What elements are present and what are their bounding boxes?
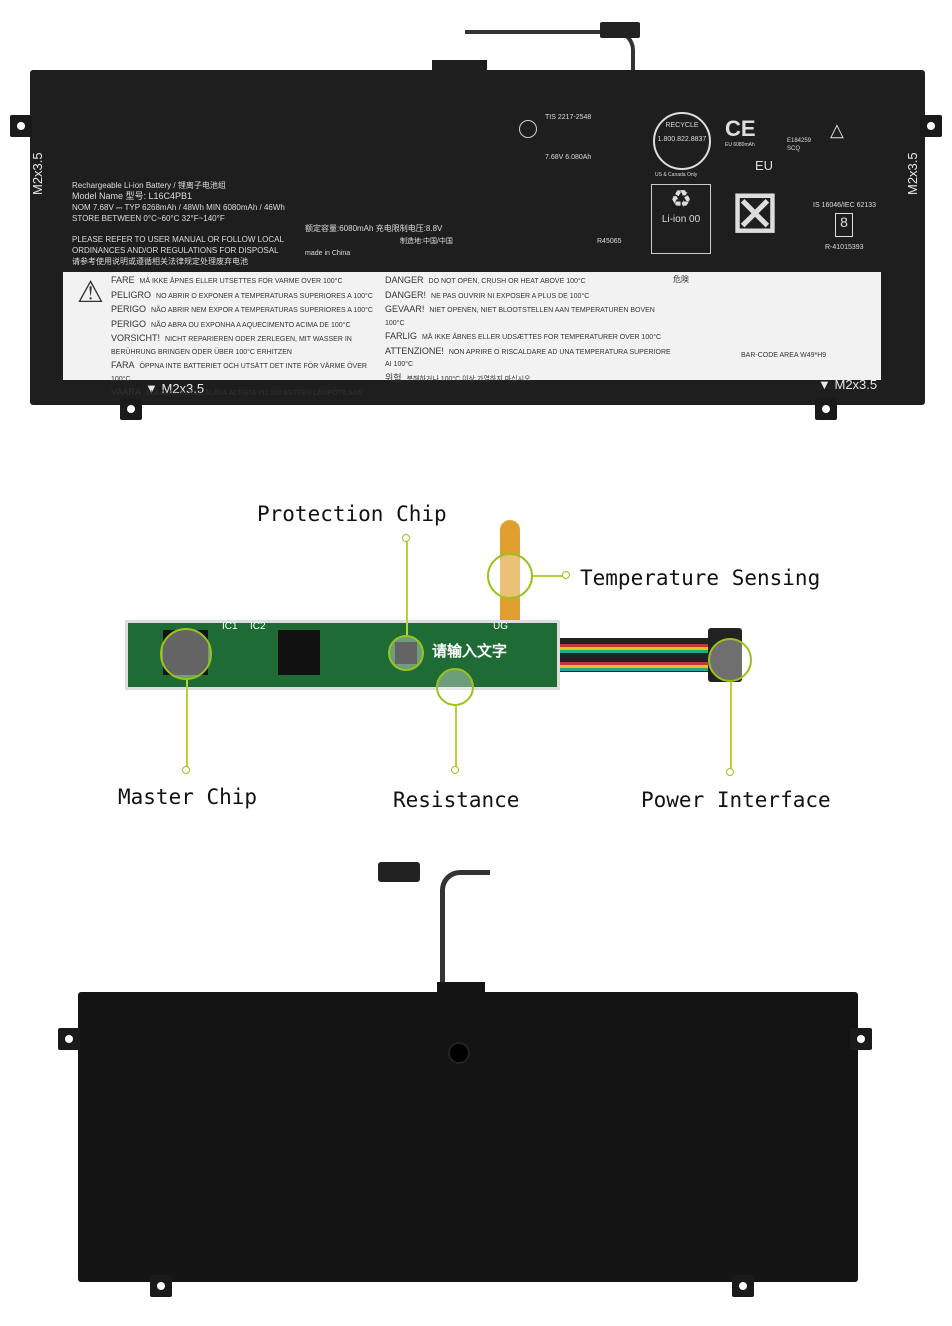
- label-master-chip: Master Chip: [118, 785, 258, 809]
- spec-block: Rechargeable Li-ion Battery / 锂离子电池组 Mod…: [72, 181, 285, 266]
- warning-line: DANGER!NE PAS OUVRIR NI EXPOSER A PLUS D…: [385, 289, 590, 300]
- label-power-interface: Power Interface: [641, 788, 831, 812]
- capacity-text: 额定容量:6080mAh 充电限制电压:8.8V: [305, 224, 443, 233]
- screw-label: M2x3.5: [161, 381, 205, 396]
- battery-front-view: M2x3.5 M2x3.5 ▼ M2x3.5 ▼ M2x3.5 Recharge…: [0, 0, 952, 430]
- label-resistance: Resistance: [393, 788, 520, 812]
- connector-cable: [440, 870, 490, 995]
- label-protection-chip: Protection Chip: [257, 502, 447, 526]
- connector-plug: [600, 22, 640, 38]
- screw-label: M2x3.5: [905, 152, 920, 195]
- recycle-icon: ♻Li-ion 00: [651, 184, 711, 254]
- battery-body: [78, 992, 858, 1282]
- connector-cable: [465, 30, 635, 75]
- warning-line: VORSICHT!NICHT REPARIEREN ODER ZERLEGEN,…: [111, 333, 352, 356]
- warning-triangle-icon: ⚠: [77, 276, 104, 309]
- connector-plug: [378, 862, 420, 882]
- origin-text: 制造地:中国/中国: [400, 238, 453, 245]
- screw-label: M2x3.5: [30, 152, 45, 195]
- warning-line: ATTENZIONE!NON APRIRE O RISCALDARE AD UN…: [385, 345, 671, 369]
- screw-label: M2x3.5: [834, 377, 878, 392]
- overlay-text: 请输入文字: [432, 643, 508, 660]
- pcb-diagram: Protection Chip Temperature Sensing Mast…: [118, 502, 831, 812]
- battery-back-view: [0, 850, 952, 1326]
- weee-bin-icon: ⊠: [729, 178, 781, 245]
- barcode-area: BAR-CODE AREA W49*H9: [741, 352, 827, 359]
- wire-harness: [560, 638, 710, 672]
- made-in-text: made in China: [305, 250, 351, 257]
- warning-line: GEVAAR!NIET OPENEN, NIET BLOOTSTELLEN AA…: [385, 304, 655, 327]
- label-temperature-sensing: Temperature Sensing: [580, 566, 821, 590]
